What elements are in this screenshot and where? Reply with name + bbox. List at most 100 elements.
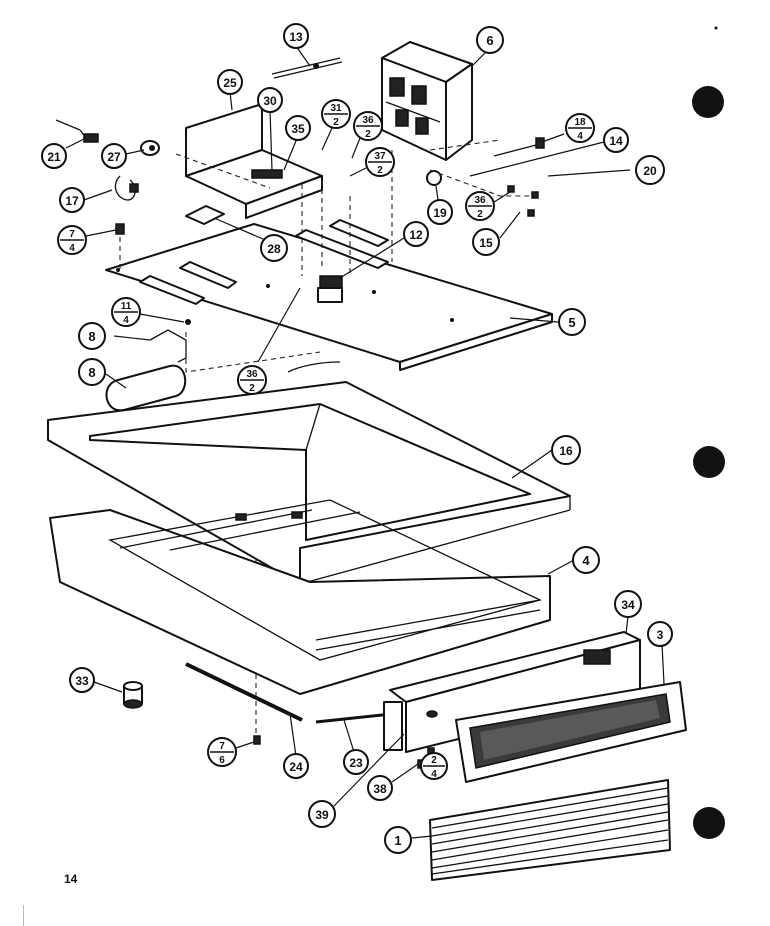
callout-19: 19 [427, 199, 453, 225]
callout-8-capacitor: 8 [78, 358, 106, 386]
callout-13-label: 13 [289, 30, 303, 44]
callout-36-2-right-top: 36 [474, 195, 486, 206]
callout-6-label: 6 [486, 33, 493, 48]
callout-25: 25 [217, 69, 243, 95]
callout-28: 28 [260, 234, 288, 262]
part-rail-24 [185, 662, 303, 722]
callout-7-6-bottom: 6 [219, 755, 225, 766]
part-wire-17 [114, 175, 139, 201]
callout-36-2-upper: 36 2 [353, 111, 383, 141]
page-number: 14 [64, 872, 78, 886]
callout-4: 4 [572, 546, 600, 574]
callout-36-2-upper-top: 36 [362, 115, 374, 126]
part-transformer [381, 41, 473, 161]
callout-17-label: 17 [65, 194, 79, 208]
callout-14-label: 14 [609, 134, 623, 148]
callout-30: 30 [257, 87, 283, 113]
part-bracket-25 [185, 103, 323, 219]
callout-7-6: 7 6 [207, 737, 237, 767]
callout-20-label: 20 [643, 164, 657, 178]
callout-1: 1 [384, 826, 412, 854]
callout-34-label: 34 [621, 598, 635, 612]
part-screws-15 [507, 185, 539, 217]
part-cap-33 [123, 681, 143, 709]
callout-7-4: 7 4 [57, 225, 87, 255]
callout-3-label: 3 [657, 628, 664, 642]
callout-34: 34 [614, 590, 642, 618]
callout-39-label: 39 [315, 808, 329, 822]
callout-12: 12 [403, 221, 429, 247]
callout-21: 21 [41, 143, 67, 169]
part-rail-23 [315, 712, 393, 724]
part-screw-7-6 [253, 735, 261, 745]
callout-2-4-top: 2 [431, 755, 437, 766]
callout-8b-label: 8 [88, 365, 95, 380]
callout-23: 23 [343, 749, 369, 775]
page-edge-mark [23, 905, 24, 926]
callout-24-label: 24 [289, 760, 303, 774]
callout-38-label: 38 [373, 782, 387, 796]
callout-7-6-top: 7 [219, 741, 225, 752]
part-louver [429, 779, 671, 881]
callout-36-2-right: 36 2 [465, 191, 495, 221]
part-drawer-pan [49, 499, 551, 695]
callout-11-4-bottom: 4 [123, 315, 129, 326]
callout-17: 17 [59, 187, 85, 213]
callout-19-label: 19 [433, 206, 447, 220]
callout-6: 6 [476, 26, 504, 54]
callout-15: 15 [472, 228, 500, 256]
callout-16-label: 16 [559, 444, 573, 458]
callout-37-2-bottom: 2 [377, 165, 383, 176]
callout-4-label: 4 [582, 553, 590, 568]
callout-2-4-bottom: 4 [431, 769, 437, 780]
callout-35: 35 [285, 115, 311, 141]
part-fitting-27 [140, 140, 160, 156]
callout-13: 13 [283, 23, 309, 49]
callout-5-label: 5 [568, 315, 575, 330]
callout-3: 3 [647, 621, 673, 647]
part-capacitor-strap [149, 319, 191, 363]
part-sensor-21 [55, 119, 99, 143]
part-capacitor [105, 364, 186, 412]
callout-15-label: 15 [479, 236, 493, 250]
callout-21-label: 21 [47, 150, 61, 164]
callout-18-4: 18 4 [565, 113, 595, 143]
callout-36-2-lower: 36 2 [237, 365, 267, 395]
callout-5: 5 [558, 308, 586, 336]
callout-8-strap: 8 [78, 322, 106, 350]
callout-30-label: 30 [263, 94, 277, 108]
callout-31-2: 31 2 [321, 99, 351, 129]
callout-11-4: 11 4 [111, 297, 141, 327]
callout-2-4: 2 4 [420, 752, 448, 780]
callout-24: 24 [283, 753, 309, 779]
callout-31-2-bottom: 2 [333, 117, 339, 128]
callout-16: 16 [551, 435, 581, 465]
callout-39: 39 [308, 800, 336, 828]
callout-1-label: 1 [394, 833, 401, 848]
callout-33: 33 [69, 667, 95, 693]
binder-hole-bottom [693, 807, 725, 839]
callout-33-label: 33 [75, 674, 89, 688]
callout-28-label: 28 [267, 242, 281, 256]
part-wire-13 [271, 57, 343, 79]
callout-31-2-top: 31 [330, 103, 342, 114]
callout-27-label: 27 [107, 150, 121, 164]
callout-37-2-top: 37 [374, 151, 386, 162]
part-filter-grille [455, 681, 687, 783]
callout-23-label: 23 [349, 756, 363, 770]
callout-18-4-top: 18 [574, 117, 586, 128]
callout-11-4-top: 11 [121, 301, 132, 312]
callout-38: 38 [367, 775, 393, 801]
binder-hole-middle [693, 446, 725, 478]
callout-7-4-bottom: 4 [69, 243, 75, 254]
callout-36-2-lower-top: 36 [246, 369, 258, 380]
part-rod-14 [493, 137, 545, 157]
callout-37-2: 37 2 [365, 147, 395, 177]
callout-27: 27 [101, 143, 127, 169]
callout-36-2-upper-bottom: 2 [365, 129, 371, 140]
callout-20: 20 [635, 155, 665, 185]
callout-18-4-bottom: 4 [577, 131, 583, 142]
binder-hole-top [692, 86, 724, 118]
part-top-frame [47, 381, 571, 585]
